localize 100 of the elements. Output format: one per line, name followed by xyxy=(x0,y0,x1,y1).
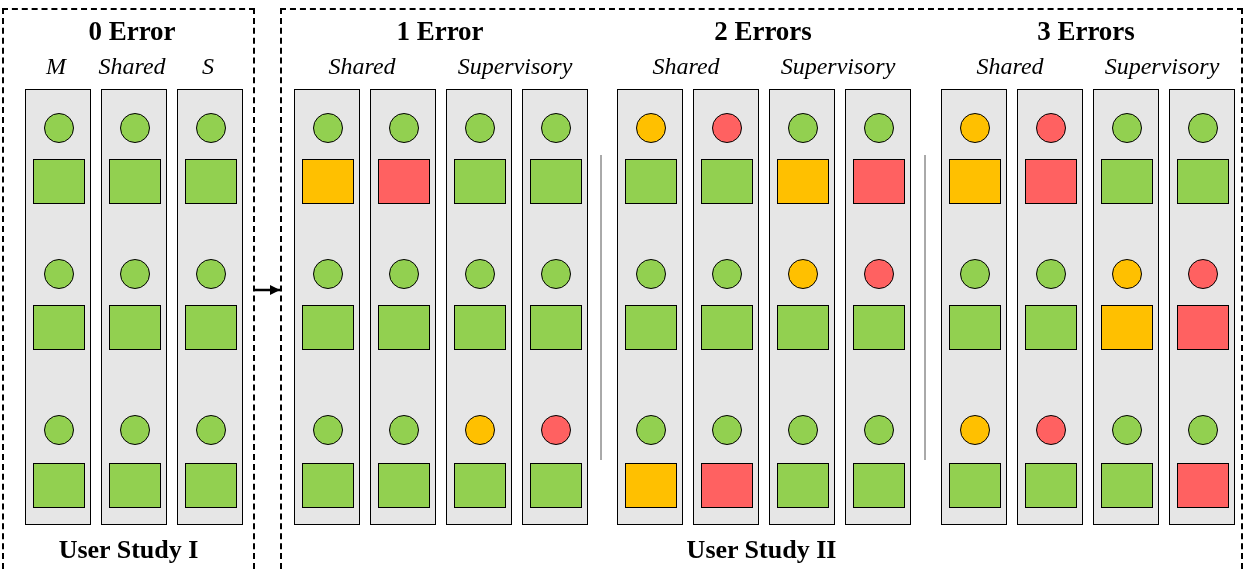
square-marker xyxy=(1177,463,1229,508)
square-marker xyxy=(1025,463,1077,508)
column-bar xyxy=(294,89,360,525)
circle-marker xyxy=(636,113,666,143)
column-bar xyxy=(769,89,835,525)
circle-marker xyxy=(1036,415,1066,445)
circle-marker xyxy=(44,415,74,445)
column-bar xyxy=(941,89,1007,525)
square-marker xyxy=(302,463,354,508)
square-marker xyxy=(530,305,582,350)
column-bar xyxy=(1169,89,1235,525)
column-bar xyxy=(1017,89,1083,525)
circle-marker xyxy=(864,415,894,445)
condition-label: Supervisory xyxy=(457,52,573,80)
square-marker xyxy=(853,159,905,204)
square-marker xyxy=(33,463,85,508)
circle-marker xyxy=(788,259,818,289)
square-marker xyxy=(949,159,1001,204)
square-marker xyxy=(378,463,430,508)
circle-marker xyxy=(313,113,343,143)
circle-marker xyxy=(1112,259,1142,289)
column-bar xyxy=(693,89,759,525)
condition-label: Shared xyxy=(652,52,720,80)
square-marker xyxy=(625,305,677,350)
circle-marker xyxy=(712,415,742,445)
square-marker xyxy=(853,463,905,508)
column-bar xyxy=(522,89,588,525)
circle-marker xyxy=(864,113,894,143)
circle-marker xyxy=(313,415,343,445)
circle-marker xyxy=(313,259,343,289)
square-marker xyxy=(530,463,582,508)
square-marker xyxy=(302,305,354,350)
group-title: User Study I xyxy=(58,536,199,565)
error-count-heading: 1 Error xyxy=(396,17,484,47)
circle-marker xyxy=(196,415,226,445)
circle-marker xyxy=(1112,113,1142,143)
square-marker xyxy=(777,463,829,508)
circle-marker xyxy=(1188,415,1218,445)
square-marker xyxy=(185,159,237,204)
circle-marker xyxy=(389,113,419,143)
square-marker xyxy=(701,305,753,350)
condition-label: Supervisory xyxy=(1104,52,1220,80)
circle-marker xyxy=(120,415,150,445)
square-marker xyxy=(949,305,1001,350)
square-marker xyxy=(1101,305,1153,350)
square-marker xyxy=(33,159,85,204)
square-marker xyxy=(1025,159,1077,204)
condition-label: Shared xyxy=(976,52,1044,80)
circle-marker xyxy=(864,259,894,289)
square-marker xyxy=(701,159,753,204)
condition-label: S xyxy=(202,52,214,80)
circle-marker xyxy=(960,415,990,445)
circle-marker xyxy=(1188,259,1218,289)
circle-marker xyxy=(712,113,742,143)
circle-marker xyxy=(389,259,419,289)
circle-marker xyxy=(465,259,495,289)
square-marker xyxy=(949,463,1001,508)
square-marker xyxy=(454,463,506,508)
square-marker xyxy=(109,305,161,350)
circle-marker xyxy=(788,415,818,445)
error-count-heading: 2 Errors xyxy=(714,17,812,47)
circle-marker xyxy=(44,259,74,289)
circle-marker xyxy=(636,259,666,289)
circle-marker xyxy=(1188,113,1218,143)
square-marker xyxy=(853,305,905,350)
square-marker xyxy=(625,463,677,508)
square-marker xyxy=(454,305,506,350)
circle-marker xyxy=(960,259,990,289)
circle-marker xyxy=(1036,259,1066,289)
circle-marker xyxy=(196,259,226,289)
square-marker xyxy=(185,305,237,350)
square-marker xyxy=(1177,159,1229,204)
column-bar xyxy=(101,89,167,525)
column-bar xyxy=(446,89,512,525)
column-bar xyxy=(370,89,436,525)
error-count-heading: 3 Errors xyxy=(1037,17,1135,47)
condition-label: M xyxy=(46,52,66,80)
square-marker xyxy=(109,159,161,204)
square-marker xyxy=(1101,159,1153,204)
column-bar xyxy=(177,89,243,525)
square-marker xyxy=(109,463,161,508)
circle-marker xyxy=(120,113,150,143)
arrow xyxy=(255,285,280,295)
column-bar xyxy=(1093,89,1159,525)
group-title: User Study II xyxy=(686,536,837,565)
circle-marker xyxy=(196,113,226,143)
circle-marker xyxy=(636,415,666,445)
circle-marker xyxy=(389,415,419,445)
circle-marker xyxy=(541,113,571,143)
square-marker xyxy=(777,159,829,204)
dashed-group-frame xyxy=(280,8,1243,569)
circle-marker xyxy=(465,415,495,445)
square-marker xyxy=(454,159,506,204)
square-marker xyxy=(33,305,85,350)
column-bar xyxy=(617,89,683,525)
condition-label: Shared xyxy=(328,52,396,80)
square-marker xyxy=(701,463,753,508)
circle-marker xyxy=(1036,113,1066,143)
column-bar xyxy=(25,89,91,525)
square-marker xyxy=(530,159,582,204)
